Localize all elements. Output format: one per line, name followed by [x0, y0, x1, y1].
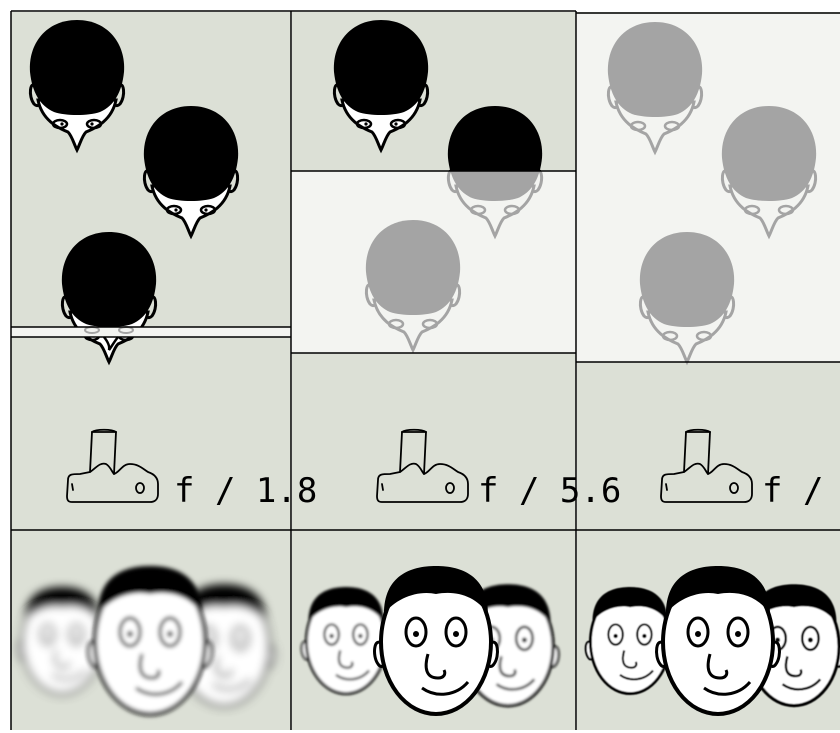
- f-stop-label: f / 1.8: [174, 471, 317, 511]
- f-stop-label: f / 8: [762, 471, 840, 511]
- faces-panel-1: [18, 566, 275, 714]
- f-stop-label: f / 5.6: [478, 471, 621, 511]
- faces-panel-2: [302, 566, 559, 714]
- faces-panel-3: [586, 566, 840, 714]
